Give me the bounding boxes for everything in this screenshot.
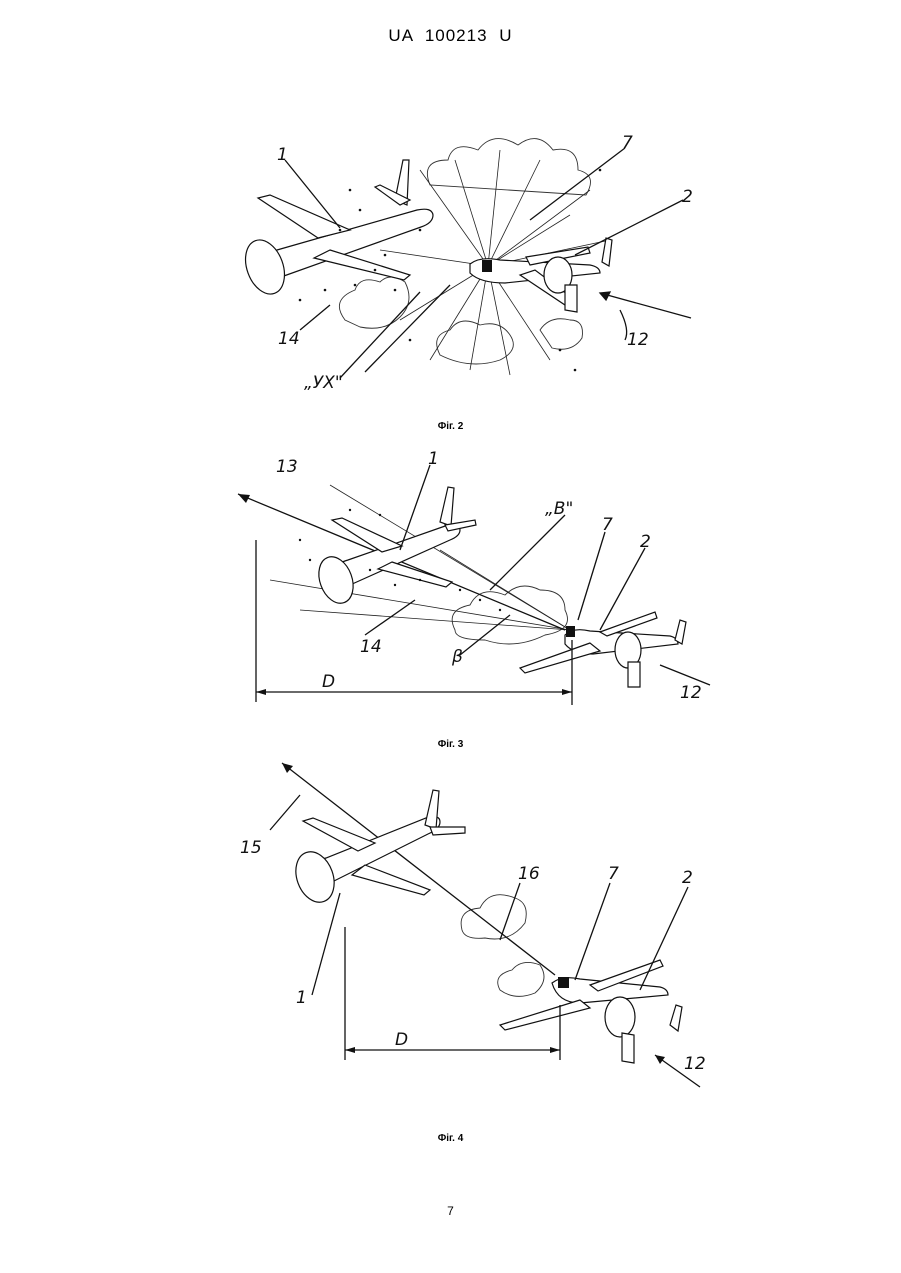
figure-2-drawing: 1 7 2 14 12 „УХ" — [0, 0, 901, 420]
label-12: 12 — [680, 683, 702, 703]
interceptor-drawing — [470, 238, 612, 312]
figure-3-caption: Фіг. 3 — [0, 739, 901, 750]
label-1: 1 — [277, 145, 288, 165]
aircraft-drawing — [239, 160, 433, 299]
label-14: 14 — [360, 637, 382, 657]
label-d: D — [395, 1030, 408, 1050]
label-2: 2 — [682, 868, 693, 888]
smoke-cloud — [339, 139, 590, 364]
figure-2-caption: Фіг. 2 — [0, 421, 901, 432]
label-1: 1 — [428, 449, 439, 469]
label-7: 7 — [602, 515, 613, 535]
label-15: 15 — [240, 838, 262, 858]
page-number: 7 — [0, 1204, 901, 1218]
label-2: 2 — [682, 187, 693, 207]
label-2: 2 — [640, 532, 651, 552]
figure-4-caption: Фіг. 4 — [0, 1133, 901, 1144]
label-16: 16 — [518, 864, 540, 884]
label-12: 12 — [684, 1054, 706, 1074]
label-14: 14 — [278, 329, 300, 349]
label-13: 13 — [276, 457, 298, 477]
label-beta: β — [451, 647, 463, 667]
aircraft-drawing — [289, 790, 465, 908]
label-b: „B" — [545, 499, 573, 519]
label-1: 1 — [296, 988, 307, 1008]
label-7: 7 — [622, 133, 633, 153]
label-yx: „УХ" — [304, 373, 343, 393]
aircraft-drawing — [313, 487, 476, 608]
label-12: 12 — [627, 330, 649, 350]
figure-4-drawing: 15 16 7 2 1 D 12 — [0, 755, 901, 1115]
label-7: 7 — [608, 864, 619, 884]
figure-3-drawing: 13 1 „B" 7 2 14 β 12 D — [0, 440, 901, 760]
label-d: D — [322, 672, 335, 692]
